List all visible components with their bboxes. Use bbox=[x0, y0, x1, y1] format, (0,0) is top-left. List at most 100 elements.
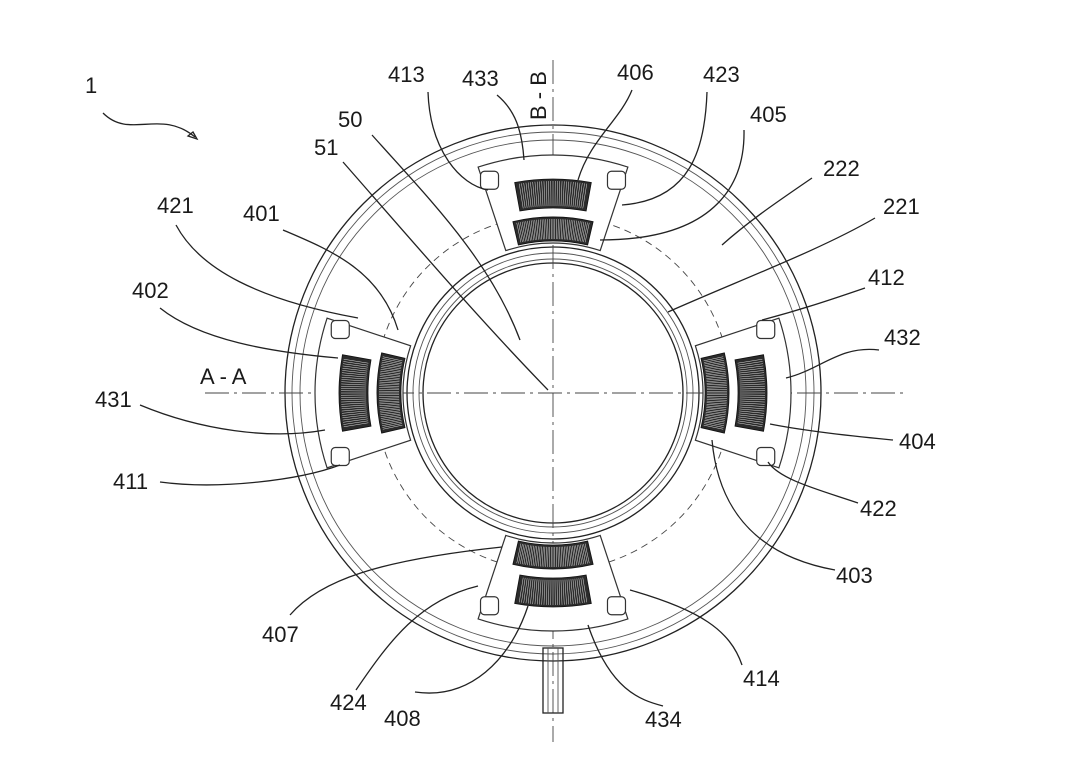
winding-line bbox=[523, 544, 528, 565]
winding-line bbox=[527, 578, 532, 604]
winding-line bbox=[705, 416, 725, 421]
winding-line bbox=[518, 183, 524, 209]
winding-line bbox=[527, 220, 531, 241]
winding-line bbox=[380, 412, 401, 416]
winding-line bbox=[534, 546, 538, 567]
winding-line bbox=[705, 367, 726, 371]
winding-line bbox=[521, 577, 526, 603]
winding-line bbox=[738, 367, 764, 372]
winding-line bbox=[737, 422, 763, 428]
winding-line bbox=[516, 222, 522, 243]
winding-line bbox=[573, 220, 577, 241]
winding-line bbox=[548, 181, 550, 207]
winding-line bbox=[343, 361, 369, 366]
winding-line bbox=[343, 363, 368, 368]
winding-line bbox=[578, 183, 583, 208]
winding-line bbox=[541, 219, 544, 240]
winding-line bbox=[568, 579, 572, 605]
winding-line bbox=[342, 416, 368, 421]
winding-line bbox=[739, 402, 765, 405]
ref-50: 50 bbox=[338, 107, 362, 132]
winding-line bbox=[381, 365, 401, 370]
winding-line bbox=[578, 221, 583, 242]
winding-line bbox=[706, 407, 727, 410]
winding-line bbox=[341, 374, 367, 378]
winding-line bbox=[565, 546, 568, 567]
ref-423: 423 bbox=[703, 62, 740, 87]
winding-line bbox=[545, 546, 547, 567]
ref-406: 406 bbox=[617, 60, 654, 85]
winding-line bbox=[379, 385, 400, 387]
winding-line bbox=[704, 420, 725, 425]
winding-line bbox=[518, 577, 524, 603]
winding-line bbox=[705, 365, 725, 370]
winding-line bbox=[379, 376, 400, 379]
winding-line bbox=[342, 414, 368, 419]
winding-line bbox=[562, 181, 565, 207]
winding-line bbox=[343, 422, 369, 428]
ref-407: 407 bbox=[262, 622, 299, 647]
winding-line bbox=[341, 396, 367, 398]
winding-line bbox=[738, 418, 763, 423]
winding-line bbox=[706, 404, 727, 407]
winding-line bbox=[525, 182, 530, 208]
winding-line bbox=[379, 400, 400, 403]
winding-line bbox=[516, 543, 522, 564]
winding-line bbox=[706, 397, 727, 399]
winding-line bbox=[706, 379, 727, 382]
winding-line bbox=[342, 367, 368, 372]
winding-line bbox=[739, 406, 765, 410]
winding-line bbox=[520, 222, 525, 242]
winding-line bbox=[562, 219, 565, 240]
winding-line bbox=[739, 400, 765, 403]
winding-line bbox=[558, 579, 561, 605]
winding-line bbox=[580, 221, 585, 242]
winding-line bbox=[574, 182, 579, 208]
winding-line bbox=[525, 578, 530, 604]
winding-line bbox=[532, 545, 536, 566]
winding-line bbox=[566, 181, 570, 207]
winding-line bbox=[543, 181, 546, 207]
winding-line bbox=[574, 578, 579, 604]
winding-line bbox=[541, 181, 544, 207]
winding-line bbox=[547, 219, 549, 240]
winding-line bbox=[575, 220, 579, 241]
winding-line bbox=[576, 182, 581, 208]
winding-line bbox=[545, 579, 548, 605]
winding-line bbox=[706, 383, 727, 386]
winding-line bbox=[341, 379, 367, 382]
winding-line bbox=[739, 410, 765, 414]
winding-line bbox=[704, 418, 725, 423]
winding-line bbox=[562, 579, 565, 605]
ref-402: 402 bbox=[132, 278, 169, 303]
bracket-tab-bottom bbox=[479, 596, 500, 616]
winding-line bbox=[381, 416, 401, 421]
winding-line bbox=[739, 376, 765, 380]
ref-412: 412 bbox=[868, 265, 905, 290]
winding-line bbox=[541, 546, 544, 567]
winding-line bbox=[572, 545, 576, 566]
winding-line bbox=[738, 414, 764, 419]
ref-421: 421 bbox=[157, 193, 194, 218]
ref-424: 424 bbox=[330, 690, 367, 715]
winding-line bbox=[737, 420, 763, 425]
winding-line bbox=[521, 221, 526, 242]
winding-line bbox=[381, 420, 402, 425]
winding-line bbox=[380, 415, 401, 419]
winding-line bbox=[536, 579, 540, 605]
winding-line bbox=[738, 416, 764, 421]
winding-line bbox=[739, 372, 765, 376]
winding-line bbox=[706, 376, 727, 379]
winding-line bbox=[580, 544, 585, 565]
ref-422: 422 bbox=[860, 496, 897, 521]
winding-line bbox=[582, 577, 588, 603]
winding-line bbox=[379, 397, 400, 399]
winding-line bbox=[575, 545, 579, 566]
ref-405: 405 bbox=[750, 102, 787, 127]
winding-line bbox=[560, 219, 563, 240]
winding-line bbox=[342, 365, 368, 370]
winding-line bbox=[568, 546, 572, 567]
winding-line bbox=[706, 374, 727, 378]
winding-line bbox=[382, 421, 402, 426]
winding-line bbox=[530, 220, 534, 241]
